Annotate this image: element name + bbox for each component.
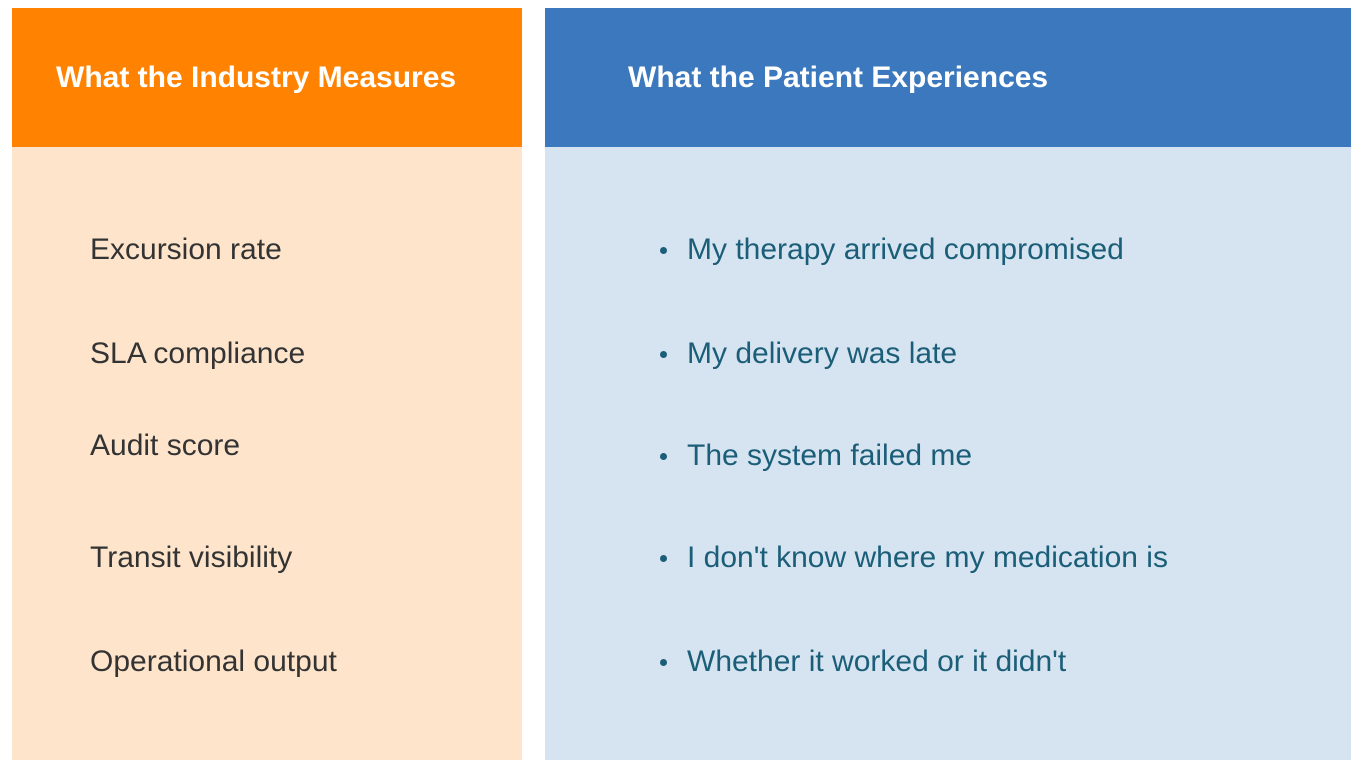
patient-item-text: Whether it worked or it didn't xyxy=(687,645,1067,678)
patient-item: My therapy arrived compromised xyxy=(660,232,1124,268)
patient-column: What the Patient Experiences My therapy … xyxy=(545,8,1351,760)
patient-item-text: My therapy arrived compromised xyxy=(687,233,1124,266)
bullet-icon xyxy=(660,350,667,358)
industry-item: SLA compliance xyxy=(90,337,306,370)
industry-item: Excursion rate xyxy=(90,233,282,266)
industry-column: What the Industry Measures Excursion rat… xyxy=(12,8,522,760)
patient-item-text: The system failed me xyxy=(687,439,973,472)
industry-header: What the Industry Measures xyxy=(12,8,522,147)
bullet-icon xyxy=(660,658,667,666)
industry-item: Operational output xyxy=(90,645,337,678)
industry-item: Transit visibility xyxy=(90,541,293,574)
patient-item: I don't know where my medication is xyxy=(660,540,1168,576)
patient-header: What the Patient Experiences xyxy=(545,8,1351,147)
bullet-icon xyxy=(660,452,667,460)
bullet-icon xyxy=(660,554,667,562)
patient-item-text: My delivery was late xyxy=(687,337,958,370)
patient-item: Whether it worked or it didn't xyxy=(660,644,1066,680)
patient-item-text: I don't know where my medication is xyxy=(687,541,1168,574)
patient-item: The system failed me xyxy=(660,438,972,474)
industry-item: Audit score xyxy=(90,429,241,462)
patient-item: My delivery was late xyxy=(660,336,957,372)
bullet-icon xyxy=(660,246,667,254)
